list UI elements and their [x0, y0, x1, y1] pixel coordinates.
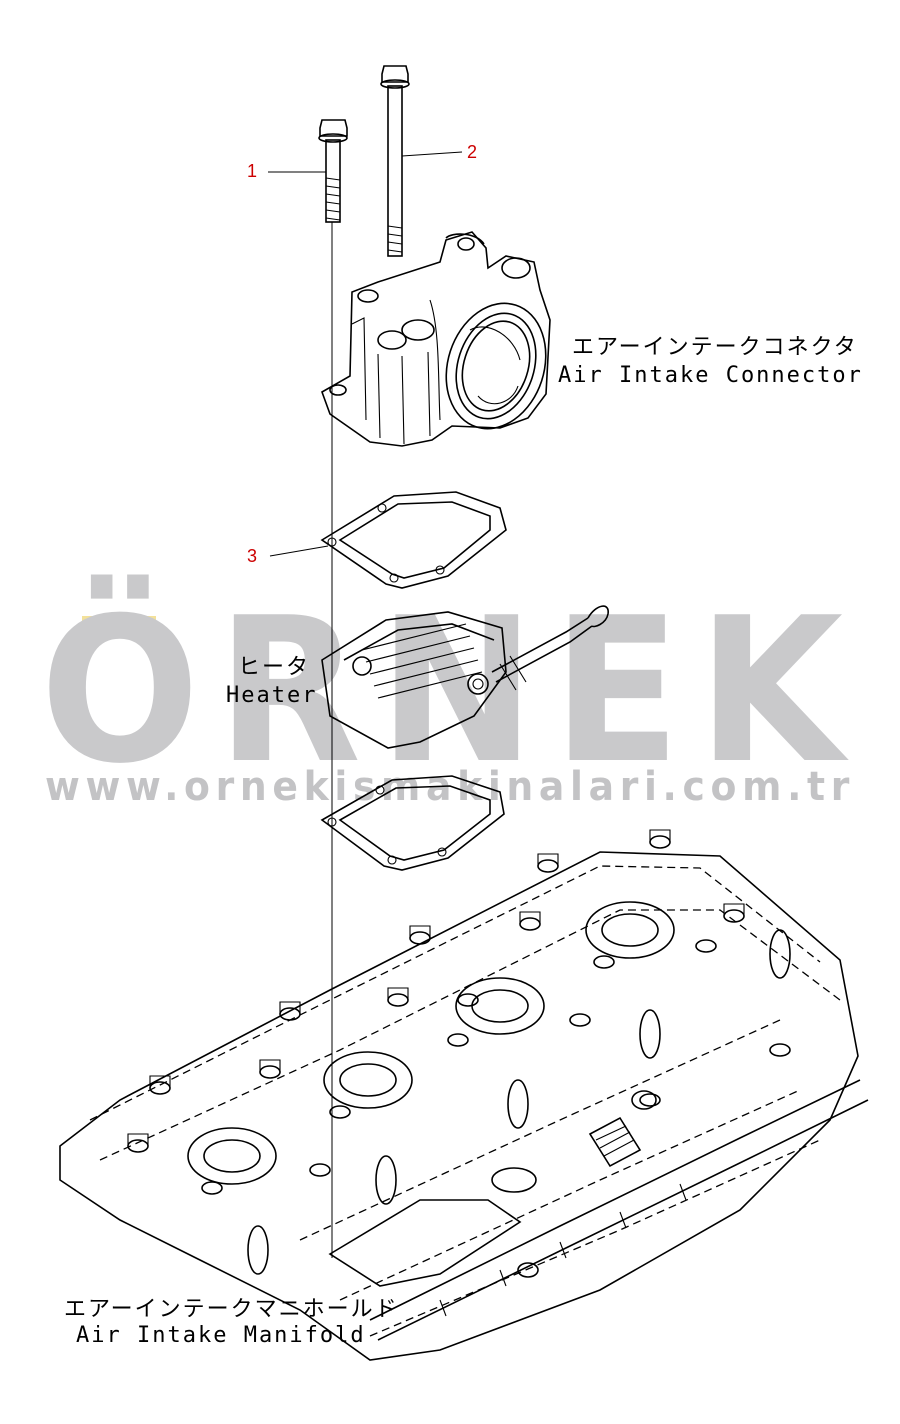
connector-label-jp: エアーインテークコネクタ — [572, 335, 858, 360]
bolt-1 — [318, 119, 348, 223]
callout-2: 2 — [467, 142, 477, 162]
watermark-accent-right — [118, 616, 156, 632]
watermark-url: www.ornekismakinalari.com.tr — [45, 764, 855, 810]
gasket-lower — [320, 775, 505, 871]
manifold-label-jp: エアーインテークマニホールド — [64, 1297, 399, 1322]
manifold-label-en: Air Intake Manifold — [76, 1323, 366, 1348]
connector-label-en: Air Intake Connector — [558, 363, 863, 388]
heater-label-en: Heater — [226, 683, 317, 708]
callout-3: 3 — [247, 546, 257, 566]
callout-2-leader — [401, 151, 463, 157]
heater-label-jp: ヒータ — [238, 655, 310, 680]
watermark-accent-left — [82, 616, 124, 632]
callout-3-leader — [269, 545, 329, 557]
gasket-3-upper — [320, 491, 507, 589]
bolt-2 — [380, 65, 410, 257]
watermark: ÖRNEK www.ornekismakinalari.com.tr — [40, 574, 855, 810]
cylinder-head — [59, 829, 869, 1361]
heater — [321, 605, 609, 749]
callout-1: 1 — [247, 161, 257, 181]
air-intake-connector — [321, 231, 551, 447]
